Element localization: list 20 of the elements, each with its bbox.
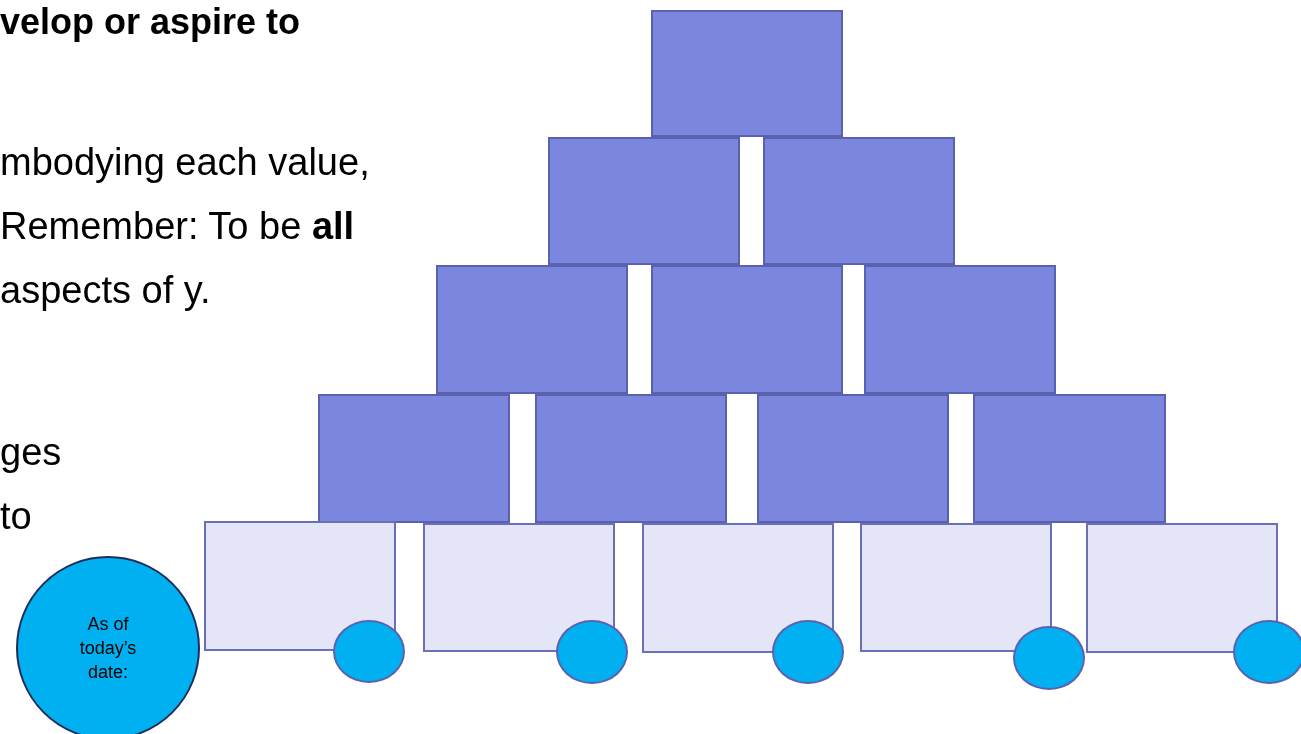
pyramid-block bbox=[864, 265, 1056, 394]
pyramid-block bbox=[318, 394, 510, 523]
body-text: mbodying each value, Remember: To be all aspects of y. bbox=[0, 140, 371, 313]
heading-text: velop or aspire to bbox=[0, 0, 302, 44]
pyramid-block bbox=[548, 137, 740, 265]
pyramid-block bbox=[535, 394, 727, 523]
circle-marker bbox=[1233, 620, 1301, 684]
date-label: As of today’s date: bbox=[78, 613, 138, 684]
pyramid-block bbox=[757, 394, 949, 523]
pyramid-block bbox=[204, 521, 396, 651]
pyramid-block bbox=[423, 523, 615, 652]
body-text: ges to bbox=[0, 430, 63, 539]
pyramid-block bbox=[973, 394, 1166, 523]
pyramid-block bbox=[436, 265, 628, 394]
pyramid-block bbox=[642, 523, 834, 653]
pyramid-block bbox=[1086, 523, 1278, 653]
pyramid-block bbox=[651, 10, 843, 137]
pyramid-block bbox=[651, 265, 843, 394]
pyramid-block bbox=[860, 523, 1052, 652]
pyramid-block bbox=[763, 137, 955, 265]
